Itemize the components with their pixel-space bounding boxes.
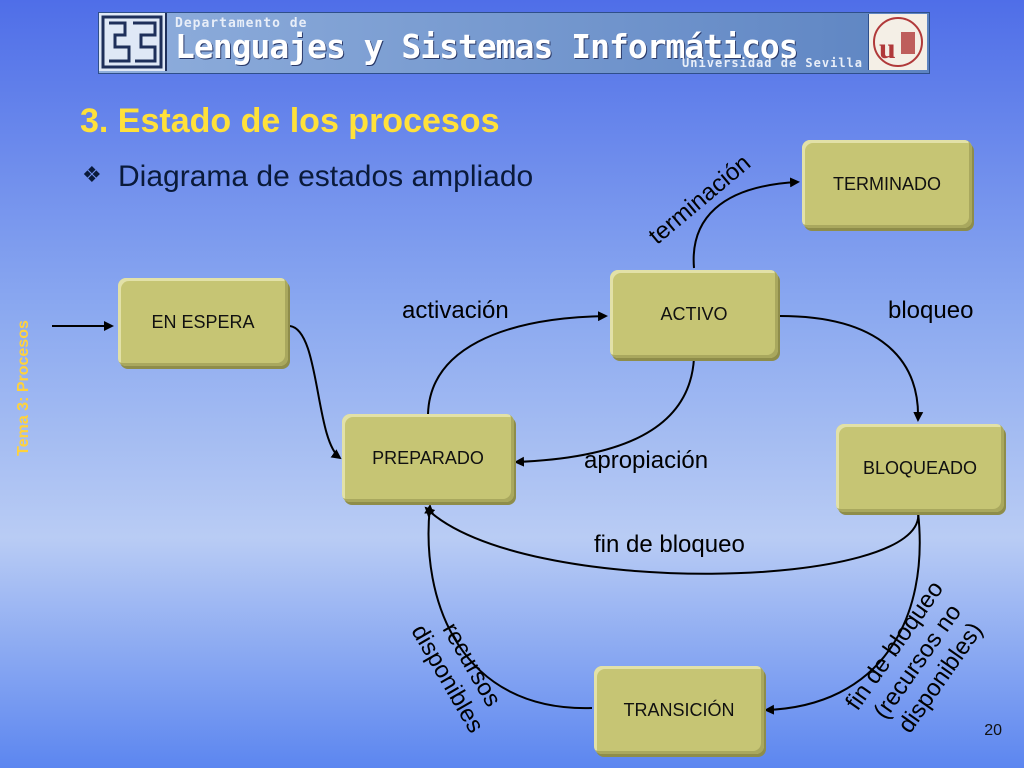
arrow-fin-bloqueo [424, 506, 920, 575]
arrow-bloqueado-transicion [764, 511, 921, 715]
state-bloqueado: BLOQUEADO [836, 424, 1004, 512]
label-bloqueo: bloqueo [888, 297, 974, 324]
university-name: Universidad de Sevilla [682, 56, 863, 70]
subtitle-bullet: ❖ Diagrama de estados ampliado [82, 160, 533, 194]
slide-title: 3. Estado de los procesos [80, 102, 500, 140]
department-banner: Departamento de Lenguajes y Sistemas Inf… [98, 12, 930, 74]
diamond-bullet-icon: ❖ [82, 162, 102, 187]
state-activo: ACTIVO [610, 270, 778, 358]
label-fin-de-bloqueo: fin de bloqueo [594, 531, 745, 558]
label-apropiacion: apropiación [584, 447, 709, 474]
arrow-espera-preparado [289, 325, 342, 460]
state-preparado: PREPARADO [342, 414, 514, 502]
university-seal-icon: u [868, 14, 927, 70]
label-activacion: activación [402, 297, 509, 324]
page-number: 20 [984, 722, 1002, 739]
department-title: Lenguajes y Sistemas Informáticos [175, 27, 799, 66]
svg-text:u: u [879, 32, 896, 65]
arrow-recursos-disponibles [424, 504, 593, 710]
arrow-terminacion [692, 177, 800, 269]
state-en-espera: EN ESPERA [118, 278, 288, 366]
arrow-apropiacion [514, 357, 695, 467]
arrow-bloqueo [779, 315, 924, 422]
department-label: Departamento de [175, 16, 308, 31]
subtitle-text: Diagrama de estados ampliado [118, 160, 534, 193]
department-logo [99, 13, 167, 71]
arrow-activacion [427, 311, 608, 415]
state-transicion: TRANSICIÓN [594, 666, 764, 754]
state-terminado: TERMINADO [802, 140, 972, 228]
